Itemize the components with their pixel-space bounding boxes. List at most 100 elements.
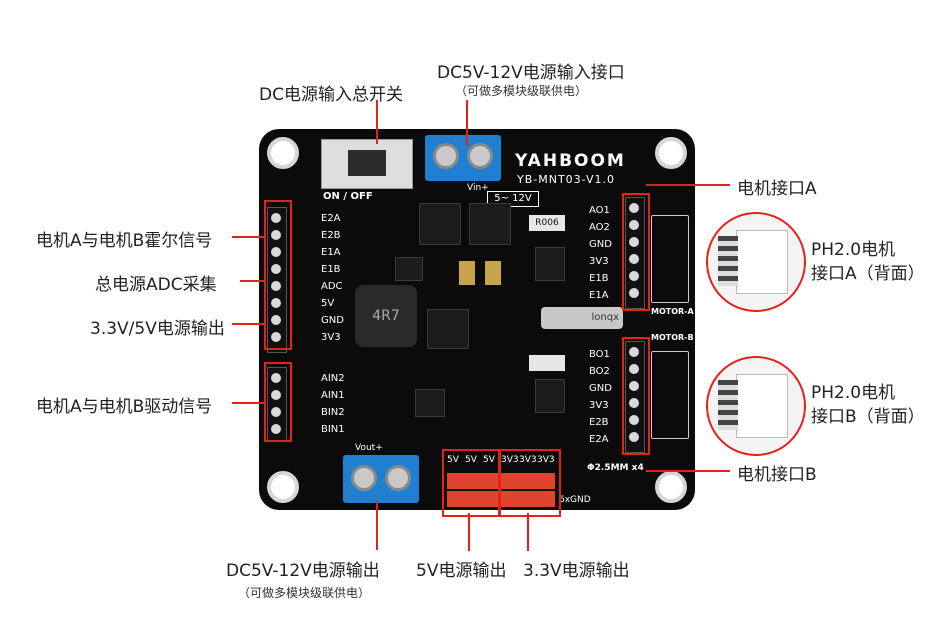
leader-line xyxy=(232,402,264,404)
silk-motor-b: MOTOR-B xyxy=(651,333,694,342)
inductor: 4R7 xyxy=(355,285,417,347)
leader-line xyxy=(232,236,264,238)
pin xyxy=(271,298,281,308)
silk-bin2: BIN2 xyxy=(321,407,345,418)
regulator-chip xyxy=(427,309,469,349)
pin xyxy=(271,315,281,325)
dc-input-port-note: （可做多模块级联供电） xyxy=(455,84,588,98)
dc-output-label: DC5V-12V电源输出 xyxy=(226,561,380,581)
power-header-top-row xyxy=(447,473,555,489)
pcb-board: ON / OFF Vin+ 5~ 12V YAHBOOM YB-MNT03-V1… xyxy=(259,129,695,510)
pin xyxy=(629,415,639,425)
pin xyxy=(271,390,281,400)
pin xyxy=(629,220,639,230)
silk-motor-a: MOTOR-A xyxy=(651,307,694,316)
ph20-b-line1: PH2.0电机 xyxy=(811,383,896,403)
silk-hdr-0: 5V xyxy=(447,455,459,465)
pin xyxy=(271,332,281,342)
silk-hole: Φ2.5MM x4 xyxy=(587,463,644,473)
pin xyxy=(629,288,639,298)
silk-ao1: AO1 xyxy=(589,205,610,216)
screw-icon xyxy=(433,143,459,169)
mounting-hole xyxy=(655,137,687,169)
hall-header-box xyxy=(264,200,292,350)
mounting-hole xyxy=(655,471,687,503)
pin xyxy=(629,398,639,408)
leader-line xyxy=(527,513,529,551)
vin-range-silk: 5~ 12V xyxy=(487,191,539,207)
dc-input-port-label: DC5V-12V电源输入接口 xyxy=(437,63,625,83)
out-5v-label: 5V电源输出 xyxy=(416,561,507,581)
pin xyxy=(629,203,639,213)
pin xyxy=(629,271,639,281)
power-switch[interactable] xyxy=(321,139,413,189)
connector-socket xyxy=(736,374,788,438)
capacitor xyxy=(459,261,475,285)
pin xyxy=(271,247,281,257)
drive-signals-label: 电机A与电机B驱动信号 xyxy=(36,397,213,417)
pin xyxy=(271,373,281,383)
silk-left-2: E1A xyxy=(321,247,341,258)
silk-hdr-2: 5V xyxy=(483,455,495,465)
silk-hdr-5: 3V3 xyxy=(537,455,555,465)
leader-line xyxy=(232,323,264,325)
capacitor xyxy=(485,261,501,285)
input-terminal xyxy=(425,135,501,181)
power-out-label: 3.3V/5V电源输出 xyxy=(90,319,225,339)
leader-line xyxy=(240,280,264,282)
pin xyxy=(271,281,281,291)
pin xyxy=(271,230,281,240)
silk-gnd-b: GND xyxy=(589,383,612,394)
leader-line xyxy=(646,470,730,472)
motor-b-header-box xyxy=(622,337,650,455)
silk-bo2: BO2 xyxy=(589,366,610,377)
ph20-zoom-b xyxy=(706,356,806,456)
motor-a-header-box xyxy=(622,193,650,311)
silk-left-5: 5V xyxy=(321,298,335,309)
silk-gnd-a: GND xyxy=(589,239,612,250)
silk-e1a: E1A xyxy=(589,290,609,301)
3v3-header-box xyxy=(499,449,561,517)
silk-3v3-a: 3V3 xyxy=(589,256,609,267)
mounting-hole xyxy=(267,137,299,169)
connector-pins xyxy=(718,236,738,286)
ph20-a-line2: 接口A（背面） xyxy=(811,264,925,284)
screw-icon xyxy=(467,143,493,169)
screw-icon xyxy=(351,465,377,491)
silk-ain1: AIN1 xyxy=(321,390,345,401)
motor-port-a-label: 电机接口A xyxy=(737,179,817,199)
vin-silk: Vin+ xyxy=(467,183,489,193)
dc-switch-label: DC电源输入总开关 xyxy=(259,85,403,105)
motor-port-b-label: 电机接口B xyxy=(737,465,817,485)
leader-line xyxy=(468,513,470,551)
silk-e1b: E1B xyxy=(589,273,609,284)
switch-silk: ON / OFF xyxy=(323,191,373,202)
driver-chip xyxy=(535,379,565,413)
resistor xyxy=(529,355,565,371)
silk-hdr-4: 3V3 xyxy=(519,455,537,465)
silk-e2b: E2B xyxy=(589,417,609,428)
power-header-bottom-row xyxy=(447,491,555,507)
electrolytic-capacitor: lonqx xyxy=(541,307,623,329)
model-silk: YB-MNT03-V1.0 xyxy=(517,173,616,186)
pin xyxy=(271,213,281,223)
pin xyxy=(271,424,281,434)
ph20-b-line2: 接口B（背面） xyxy=(811,407,925,427)
pin xyxy=(629,432,639,442)
screw-icon xyxy=(385,465,411,491)
silk-left-4: ADC xyxy=(321,281,343,292)
silk-left-0: E2A xyxy=(321,213,341,224)
pin xyxy=(629,237,639,247)
silk-ao2: AO2 xyxy=(589,222,610,233)
silk-bo1: BO1 xyxy=(589,349,610,360)
switch-slider[interactable] xyxy=(348,150,386,176)
leader-line xyxy=(376,100,378,144)
pin xyxy=(629,347,639,357)
transistor xyxy=(395,257,423,281)
resistor: R006 xyxy=(529,215,565,231)
drive-header-box xyxy=(264,362,292,442)
mosfet-chip xyxy=(419,203,461,245)
connector-socket xyxy=(736,230,788,294)
5v-header-box xyxy=(442,449,500,517)
silk-gnd: 6xGND xyxy=(559,495,591,505)
